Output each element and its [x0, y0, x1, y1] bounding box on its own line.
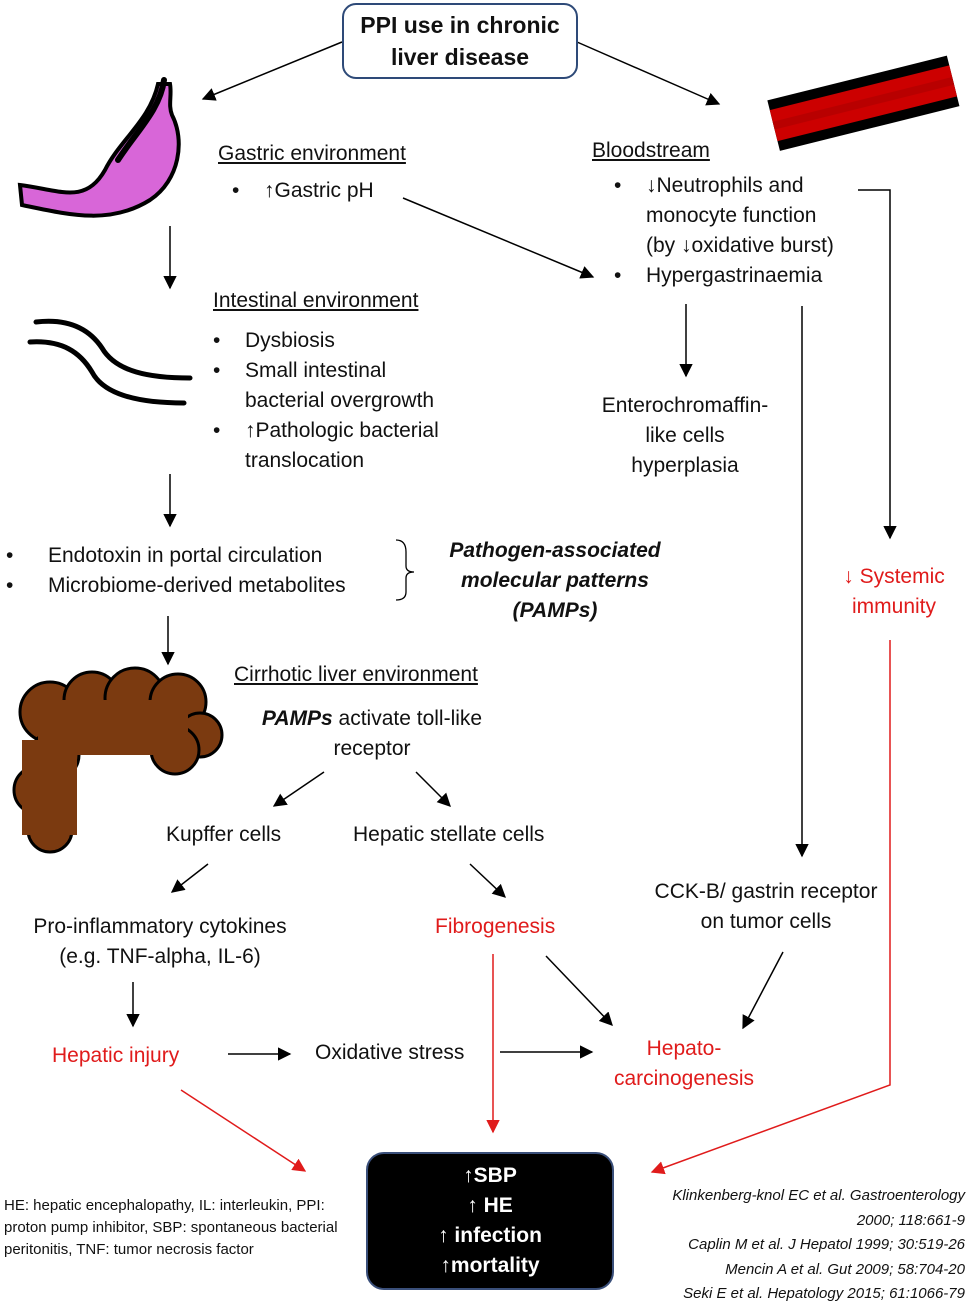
portal-item-endotoxin: Endotoxin in portal circulation	[6, 541, 346, 571]
intestinal-item-dysbiosis: Dysbiosis	[213, 326, 439, 356]
liver-illustration	[12, 666, 224, 854]
intestinal-item-sibo: Small intestinal bacterial overgrowth	[213, 356, 439, 416]
pamps-line2: molecular patterns	[461, 569, 649, 592]
pamps-brace	[395, 539, 415, 601]
intestinal-item2-line1: Small intestinal	[245, 359, 387, 382]
cirrhotic-heading: Cirrhotic liver environment	[234, 663, 478, 686]
cckb-line1: CCK-B/ gastrin receptor	[654, 880, 878, 903]
oxidative-stress: Oxidative stress	[315, 1041, 465, 1064]
intestinal-item3-line1: ↑Pathologic bacterial	[245, 419, 439, 442]
bloodstream-list: ↓Neutrophils and monocyte function (by ↓…	[614, 171, 834, 291]
ecl-hyperplasia: Enterochromaffin- like cells hyperplasia	[580, 391, 790, 481]
intestinal-list: Dysbiosis Small intestinal bacterial ove…	[213, 326, 439, 476]
reference-line: Caplin M et al. J Hepatol 1999; 30:519-2…	[688, 1236, 965, 1253]
abbreviations-footnote: HE: hepatic encephalopathy, IL: interleu…	[4, 1197, 338, 1258]
pamps-label: Pathogen-associated molecular patterns (…	[430, 536, 680, 626]
title-line-2: liver disease	[390, 44, 530, 70]
portal-list: Endotoxin in portal circulation Microbio…	[6, 541, 346, 601]
hepatic-stellate-cells: Hepatic stellate cells	[353, 823, 545, 846]
bloodstream-item-neutrophils: ↓Neutrophils and monocyte function (by ↓…	[614, 171, 834, 261]
outcome-he: ↑ HE	[467, 1194, 513, 1217]
systemic-immunity: ↓ Systemic immunity	[820, 562, 968, 622]
intestinal-item3-line2: translocation	[245, 449, 365, 472]
hcc-line1: Hepato-	[646, 1037, 722, 1060]
title-line-1: PPI use in chronic	[360, 12, 560, 38]
pro-inflammatory-cytokines: Pro-inflammatory cytokines (e.g. TNF-alp…	[10, 912, 310, 972]
red-arrows	[180, 640, 891, 1175]
hepatocarcinogenesis: Hepato- carcinogenesis	[604, 1034, 764, 1094]
bloodstream-item1-line2: monocyte function	[646, 204, 817, 227]
reference-line: Seki E et al. Hepatology 2015; 61:1066-7…	[683, 1285, 965, 1302]
cirrhotic-line2: receptor	[333, 737, 411, 760]
hcc-line2: carcinogenesis	[613, 1067, 755, 1090]
hepatic-injury: Hepatic injury	[52, 1044, 180, 1067]
reference-line: Mencin A et al. Gut 2009; 58:704-20	[725, 1260, 965, 1278]
pamps-line1: Pathogen-associated	[449, 539, 661, 562]
cirrhotic-text: PAMPs activate toll-like receptor	[232, 704, 512, 764]
outcome-infection: ↑ infection	[438, 1224, 542, 1247]
ecl-line2: like cells	[645, 424, 725, 447]
ecl-line1: Enterochromaffin-	[601, 394, 769, 417]
cirrhotic-pamps-bold: PAMPs	[261, 707, 333, 730]
gastric-item: ↑Gastric pH	[232, 176, 374, 206]
fibrogenesis: Fibrogenesis	[435, 915, 556, 938]
ecl-line3: hyperplasia	[631, 454, 739, 477]
stomach-illustration	[17, 77, 181, 218]
blood-vessel-illustration	[767, 55, 960, 151]
gastric-heading: Gastric environment	[218, 142, 406, 165]
outcome-sbp: ↑SBP	[463, 1164, 517, 1187]
title-box: PPI use in chronic liver disease	[342, 3, 578, 79]
references: Klinkenberg-knol EC et al. Gastroenterol…	[672, 1184, 965, 1307]
cckb-line2: on tumor cells	[700, 910, 832, 933]
intestine-illustration	[27, 318, 193, 406]
intestinal-heading: Intestinal environment	[213, 289, 419, 312]
black-arrows	[126, 41, 897, 1061]
bloodstream-item1-line3: (by ↓oxidative burst)	[646, 234, 834, 257]
cckb-receptor: CCK-B/ gastrin receptor on tumor cells	[636, 877, 896, 937]
portal-item-metabolites: Microbiome-derived metabolites	[6, 571, 346, 601]
cytokines-line1: Pro-inflammatory cytokines	[33, 915, 287, 938]
systemic-line2: immunity	[851, 595, 936, 618]
reference-line: Klinkenberg-knol EC et al. Gastroenterol…	[672, 1187, 965, 1204]
outcomes-box: ↑SBP ↑ HE ↑ infection ↑mortality	[366, 1152, 614, 1290]
pamps-line3: (PAMPs)	[512, 599, 598, 622]
bloodstream-item-hypergastrinaemia: Hypergastrinaemia	[614, 261, 834, 291]
reference-line: 2000; 118:661-9	[856, 1211, 965, 1229]
bloodstream-heading: Bloodstream	[592, 139, 710, 162]
gastric-list: ↑Gastric pH	[232, 176, 374, 206]
intestinal-item-translocation: ↑Pathologic bacterial translocation	[213, 416, 439, 476]
cirrhotic-line1-rest: activate toll-like	[332, 707, 483, 730]
systemic-line1: ↓ Systemic	[843, 565, 945, 588]
intestinal-item2-line2: bacterial overgrowth	[245, 389, 435, 412]
cytokines-line2: (e.g. TNF-alpha, IL-6)	[59, 945, 261, 968]
outcome-mortality: ↑mortality	[440, 1254, 540, 1277]
bloodstream-item1-line1: ↓Neutrophils and	[646, 174, 804, 197]
kupffer-cells: Kupffer cells	[166, 823, 282, 846]
